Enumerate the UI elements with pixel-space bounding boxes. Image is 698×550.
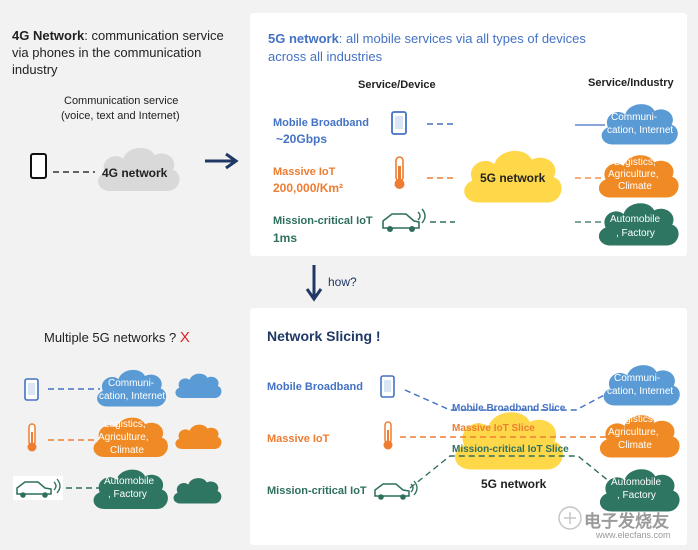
cloud-icon [175, 373, 222, 398]
industry-log-line3: Climate [618, 181, 652, 192]
comm-service-line2: (voice, text and Internet) [61, 110, 180, 122]
thermometer-icon [394, 156, 405, 189]
5g-title-line2: across all industries [268, 49, 383, 64]
industry-log-line2: Agriculture, [608, 169, 659, 180]
5g-title-rest: : all mobile services via all types of d… [338, 31, 586, 46]
phone-icon [30, 153, 47, 179]
phone-icon [380, 375, 395, 398]
watermark-url: www.elecfans.com [596, 530, 671, 540]
bl-industry-auto-line2: , Factory [108, 489, 147, 500]
4g-title-bold: 4G Network [12, 28, 85, 43]
car-icon [13, 476, 63, 500]
thermometer-icon [383, 421, 393, 450]
slice-mbb-label: Mobile Broadband Slice [452, 403, 566, 414]
br-industry-comm-line1: Communi- [614, 373, 661, 384]
br-industry-log-line3: Climate [618, 440, 652, 451]
service-iot-name: Massive IoT [273, 166, 336, 178]
bl-industry-auto-line1: Automobile [104, 476, 155, 487]
4g-title: 4G Network: communication service [12, 28, 224, 43]
slice-line-mc [409, 455, 611, 489]
industry-auto-line1: Automobile [610, 214, 661, 225]
br-service-mc: Mission-critical IoT [267, 485, 367, 497]
bl-industry-log-line1: Logistics, [104, 419, 146, 430]
br-industry-auto-line2: , Factory [617, 490, 656, 501]
slice-line-mbb [404, 389, 611, 411]
bl-industry-comm-line1: Communi- [108, 378, 155, 389]
slice-mc-label: Mission-critical IoT Slice [452, 444, 569, 455]
5g-title-bold: 5G network [268, 31, 339, 46]
multiple-5g-title: Multiple 5G networks ? X [44, 329, 190, 346]
service-mc-name: Mission-critical IoT [273, 215, 373, 227]
bl-industry-comm-line2: cation, Internet [99, 391, 166, 402]
how-label: how? [328, 275, 357, 289]
car-icon [382, 208, 426, 232]
cloud-icon [175, 424, 222, 449]
br-industry-comm-line2: cation, Internet [607, 386, 674, 397]
br-industry-log-line2: Agriculture, [608, 427, 659, 438]
bl-industry-log-line3: Climate [110, 445, 144, 456]
comm-service-line1: Communication service [64, 95, 179, 107]
service-mbb-value: ~20Gbps [276, 132, 328, 146]
5g-cloud-label: 5G network [480, 171, 546, 185]
4g-cloud-label: 4G network [102, 166, 168, 180]
industry-log-line1: Logistics, [614, 157, 656, 168]
slice-iot-label: Massive IoT Slice [452, 423, 535, 434]
service-mbb-name: Mobile Broadband [273, 117, 369, 129]
4g-title-line3: industry [12, 62, 58, 77]
cloud-icon [455, 412, 564, 470]
industry-comm-line2: cation, Internet [607, 125, 674, 136]
slicing-title: Network Slicing ! [267, 328, 381, 344]
col-service-industry: Service/Industry [588, 77, 674, 89]
5g-title: 5G network: all mobile services via all … [268, 31, 586, 46]
thermometer-icon [27, 423, 37, 452]
arrow-down-icon [305, 265, 323, 302]
phone-icon [24, 378, 39, 401]
4g-title-line2: via phones in the communication [12, 45, 202, 60]
service-mc-value: 1ms [273, 231, 298, 245]
4g-title-rest: : communication service [84, 28, 224, 43]
service-iot-value: 200,000/Km² [273, 181, 344, 195]
arrow-right-icon [205, 152, 239, 170]
br-industry-auto-line1: Automobile [611, 477, 662, 488]
car-icon [374, 480, 418, 500]
br-service-mbb: Mobile Broadband [267, 381, 363, 393]
br-5g-label: 5G network [481, 477, 547, 491]
br-service-iot: Massive IoT [267, 433, 330, 445]
col-service-device: Service/Device [358, 79, 436, 91]
br-industry-log-line1: Logistics, [614, 414, 656, 425]
cloud-icon [173, 478, 222, 504]
industry-auto-line2: , Factory [616, 228, 655, 239]
bl-industry-log-line2: Agriculture, [98, 432, 149, 443]
industry-comm-line1: Communi- [611, 112, 658, 123]
x-mark: X [179, 329, 190, 346]
multiple-5g-title-text: Multiple 5G networks ? [44, 330, 177, 345]
watermark-text: 电子发烧友 [584, 512, 669, 531]
watermark-logo [558, 506, 582, 530]
phone-icon [391, 111, 407, 135]
